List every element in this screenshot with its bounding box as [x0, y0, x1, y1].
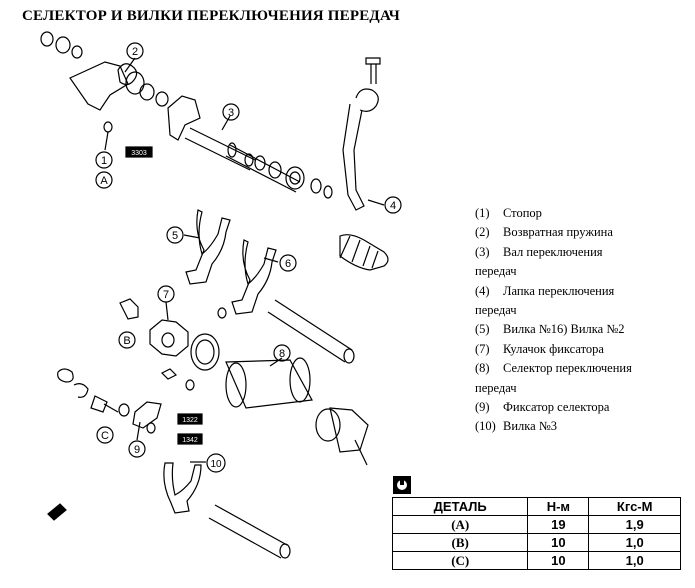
legend-item: (2)Возвратная пружина: [475, 225, 613, 240]
legend-item: передач: [475, 264, 517, 279]
parts-legend: (1)Стопор (2)Возвратная пружина (3)Вал п…: [475, 204, 690, 437]
thread-tag-1322: 1322: [182, 417, 198, 424]
callout-7: 7: [163, 289, 169, 301]
torque-cell: 1,9: [588, 515, 681, 534]
torque-header: Кгс-М: [588, 497, 681, 516]
small-parts: [47, 121, 227, 521]
legend-item: (10)Вилка №3: [475, 419, 557, 434]
shaft-washers: [244, 153, 333, 199]
thread-tag-3303: 3303: [131, 150, 147, 157]
legend-item: (9)Фиксатор селектора: [475, 400, 610, 415]
callout-6: 6: [285, 258, 291, 270]
torque-cell: 10: [527, 533, 590, 552]
torque-table: ДЕТАЛЬ Н-м Кгс-М (А) 19 1,9 (В) 10 1,0 (…: [391, 497, 681, 570]
torque-row: (С) 10 1,0: [391, 551, 681, 570]
shift-lever: [339, 57, 389, 271]
shift-forks: [185, 209, 277, 315]
torque-header-row: ДЕТАЛЬ Н-м Кгс-М: [391, 497, 681, 516]
torque-row: (В) 10 1,0: [391, 533, 681, 552]
leader-lines: [104, 57, 385, 463]
callout-4: 4: [390, 200, 396, 212]
torque-cell: (В): [391, 533, 529, 552]
callout-a: A: [100, 175, 108, 187]
shift-shaft: [184, 127, 301, 193]
torque-header: ДЕТАЛЬ: [391, 497, 529, 516]
callouts: [95, 42, 402, 473]
torque-cell: 1,0: [588, 533, 681, 552]
thread-tags: [125, 146, 203, 445]
callout-c: C: [101, 430, 109, 442]
callout-9: 9: [134, 444, 140, 456]
legend-item: передач: [475, 303, 517, 318]
legend-item: (1)Стопор: [475, 206, 542, 220]
thread-tag-1342: 1342: [182, 437, 198, 444]
legend-item: (7)Кулачок фиксатора: [475, 341, 604, 356]
legend-item: (3)Вал переключения: [475, 244, 603, 259]
legend-item: передач: [475, 380, 517, 395]
callout-8: 8: [279, 348, 285, 360]
callout-2: 2: [132, 46, 138, 58]
torque-header: Н-м: [527, 497, 590, 516]
callout-3: 3: [228, 107, 234, 119]
selector-drum: [149, 319, 369, 466]
torque-cell: (С): [391, 551, 529, 570]
fork-shaft: [208, 299, 355, 559]
torque-cell: 19: [527, 515, 590, 534]
callout-10: 10: [210, 459, 222, 470]
spring-assembly: [40, 31, 201, 141]
legend-item: (8)Селектор переключения: [475, 361, 632, 376]
page-title: СЕЛЕКТОР И ВИЛКИ ПЕРЕКЛЮЧЕНИЯ ПЕРЕДАЧ: [22, 8, 400, 24]
torque-wrench-icon: [393, 476, 411, 494]
torque-cell: (А): [391, 515, 529, 534]
torque-cell: 1,0: [588, 551, 681, 570]
callout-1: 1: [101, 155, 107, 167]
torque-cell: 10: [527, 551, 590, 570]
callout-5: 5: [172, 230, 178, 242]
legend-item: (4)Лапка переключения: [475, 283, 615, 298]
legend-item: (5)Вилка №16) Вилка №2: [475, 322, 625, 337]
callout-b: B: [123, 335, 130, 347]
torque-row: (А) 19 1,9: [391, 515, 681, 534]
